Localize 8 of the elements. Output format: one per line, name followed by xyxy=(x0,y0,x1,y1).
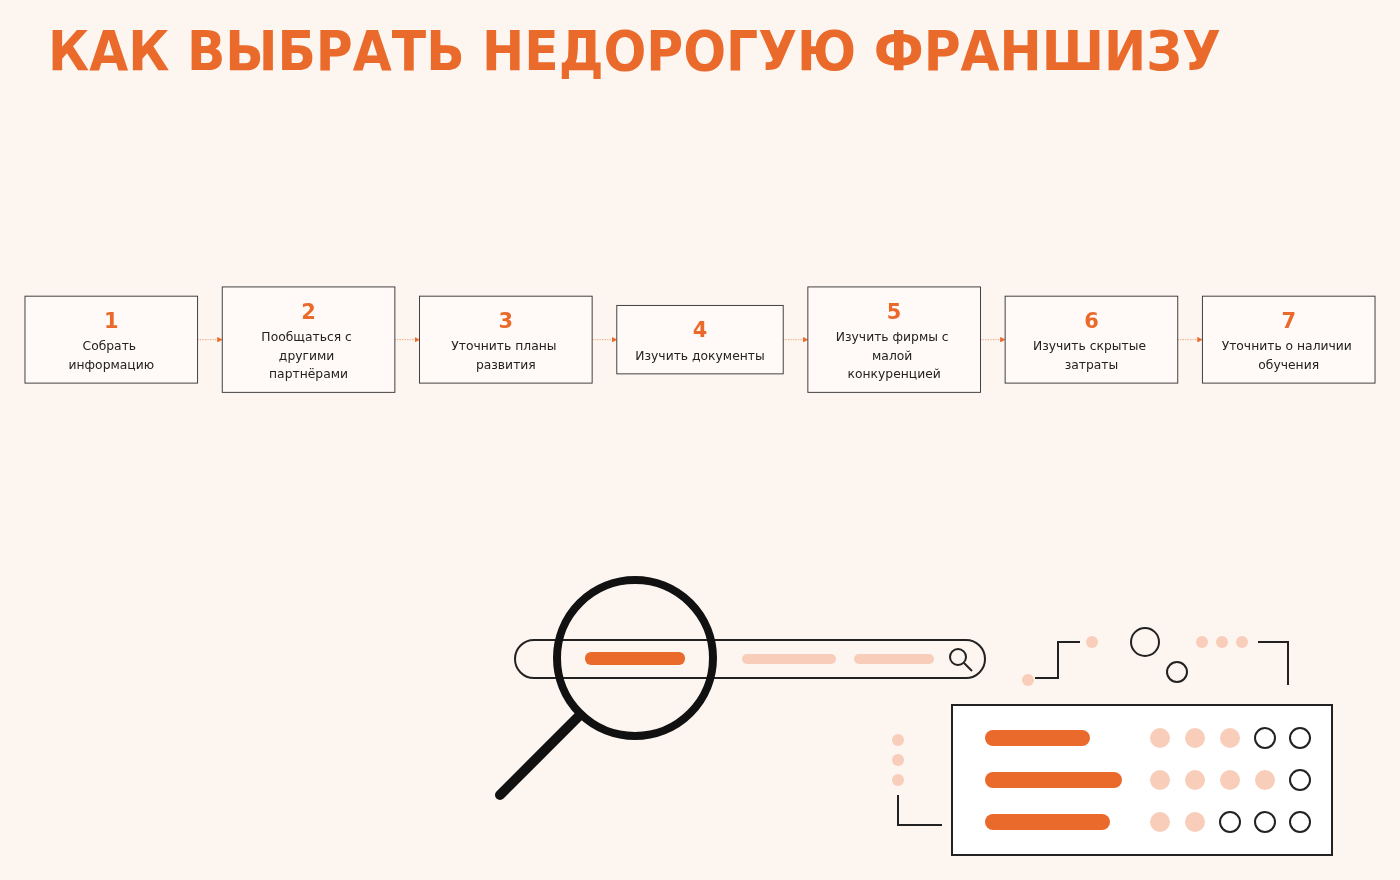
node-box: 1 Собрать информацию xyxy=(24,296,199,384)
node-box: 4 Изучить документы xyxy=(616,305,784,375)
node-box: 2 Пообщаться с другими партнёрами xyxy=(221,286,396,394)
title: КАК ВЫБРАТЬ НЕДОРОГУЮ ФРАНШИЗУ xyxy=(48,18,1221,83)
node-box: 6 Изучить скрытые затраты xyxy=(1004,296,1179,384)
node-box: 7 Уточнить о наличии обучения xyxy=(1201,296,1376,384)
node-box: 5 Изучить фирмы с малой конкуренцией xyxy=(807,286,981,394)
node-box: 3 Уточнить планы развития xyxy=(419,296,593,384)
